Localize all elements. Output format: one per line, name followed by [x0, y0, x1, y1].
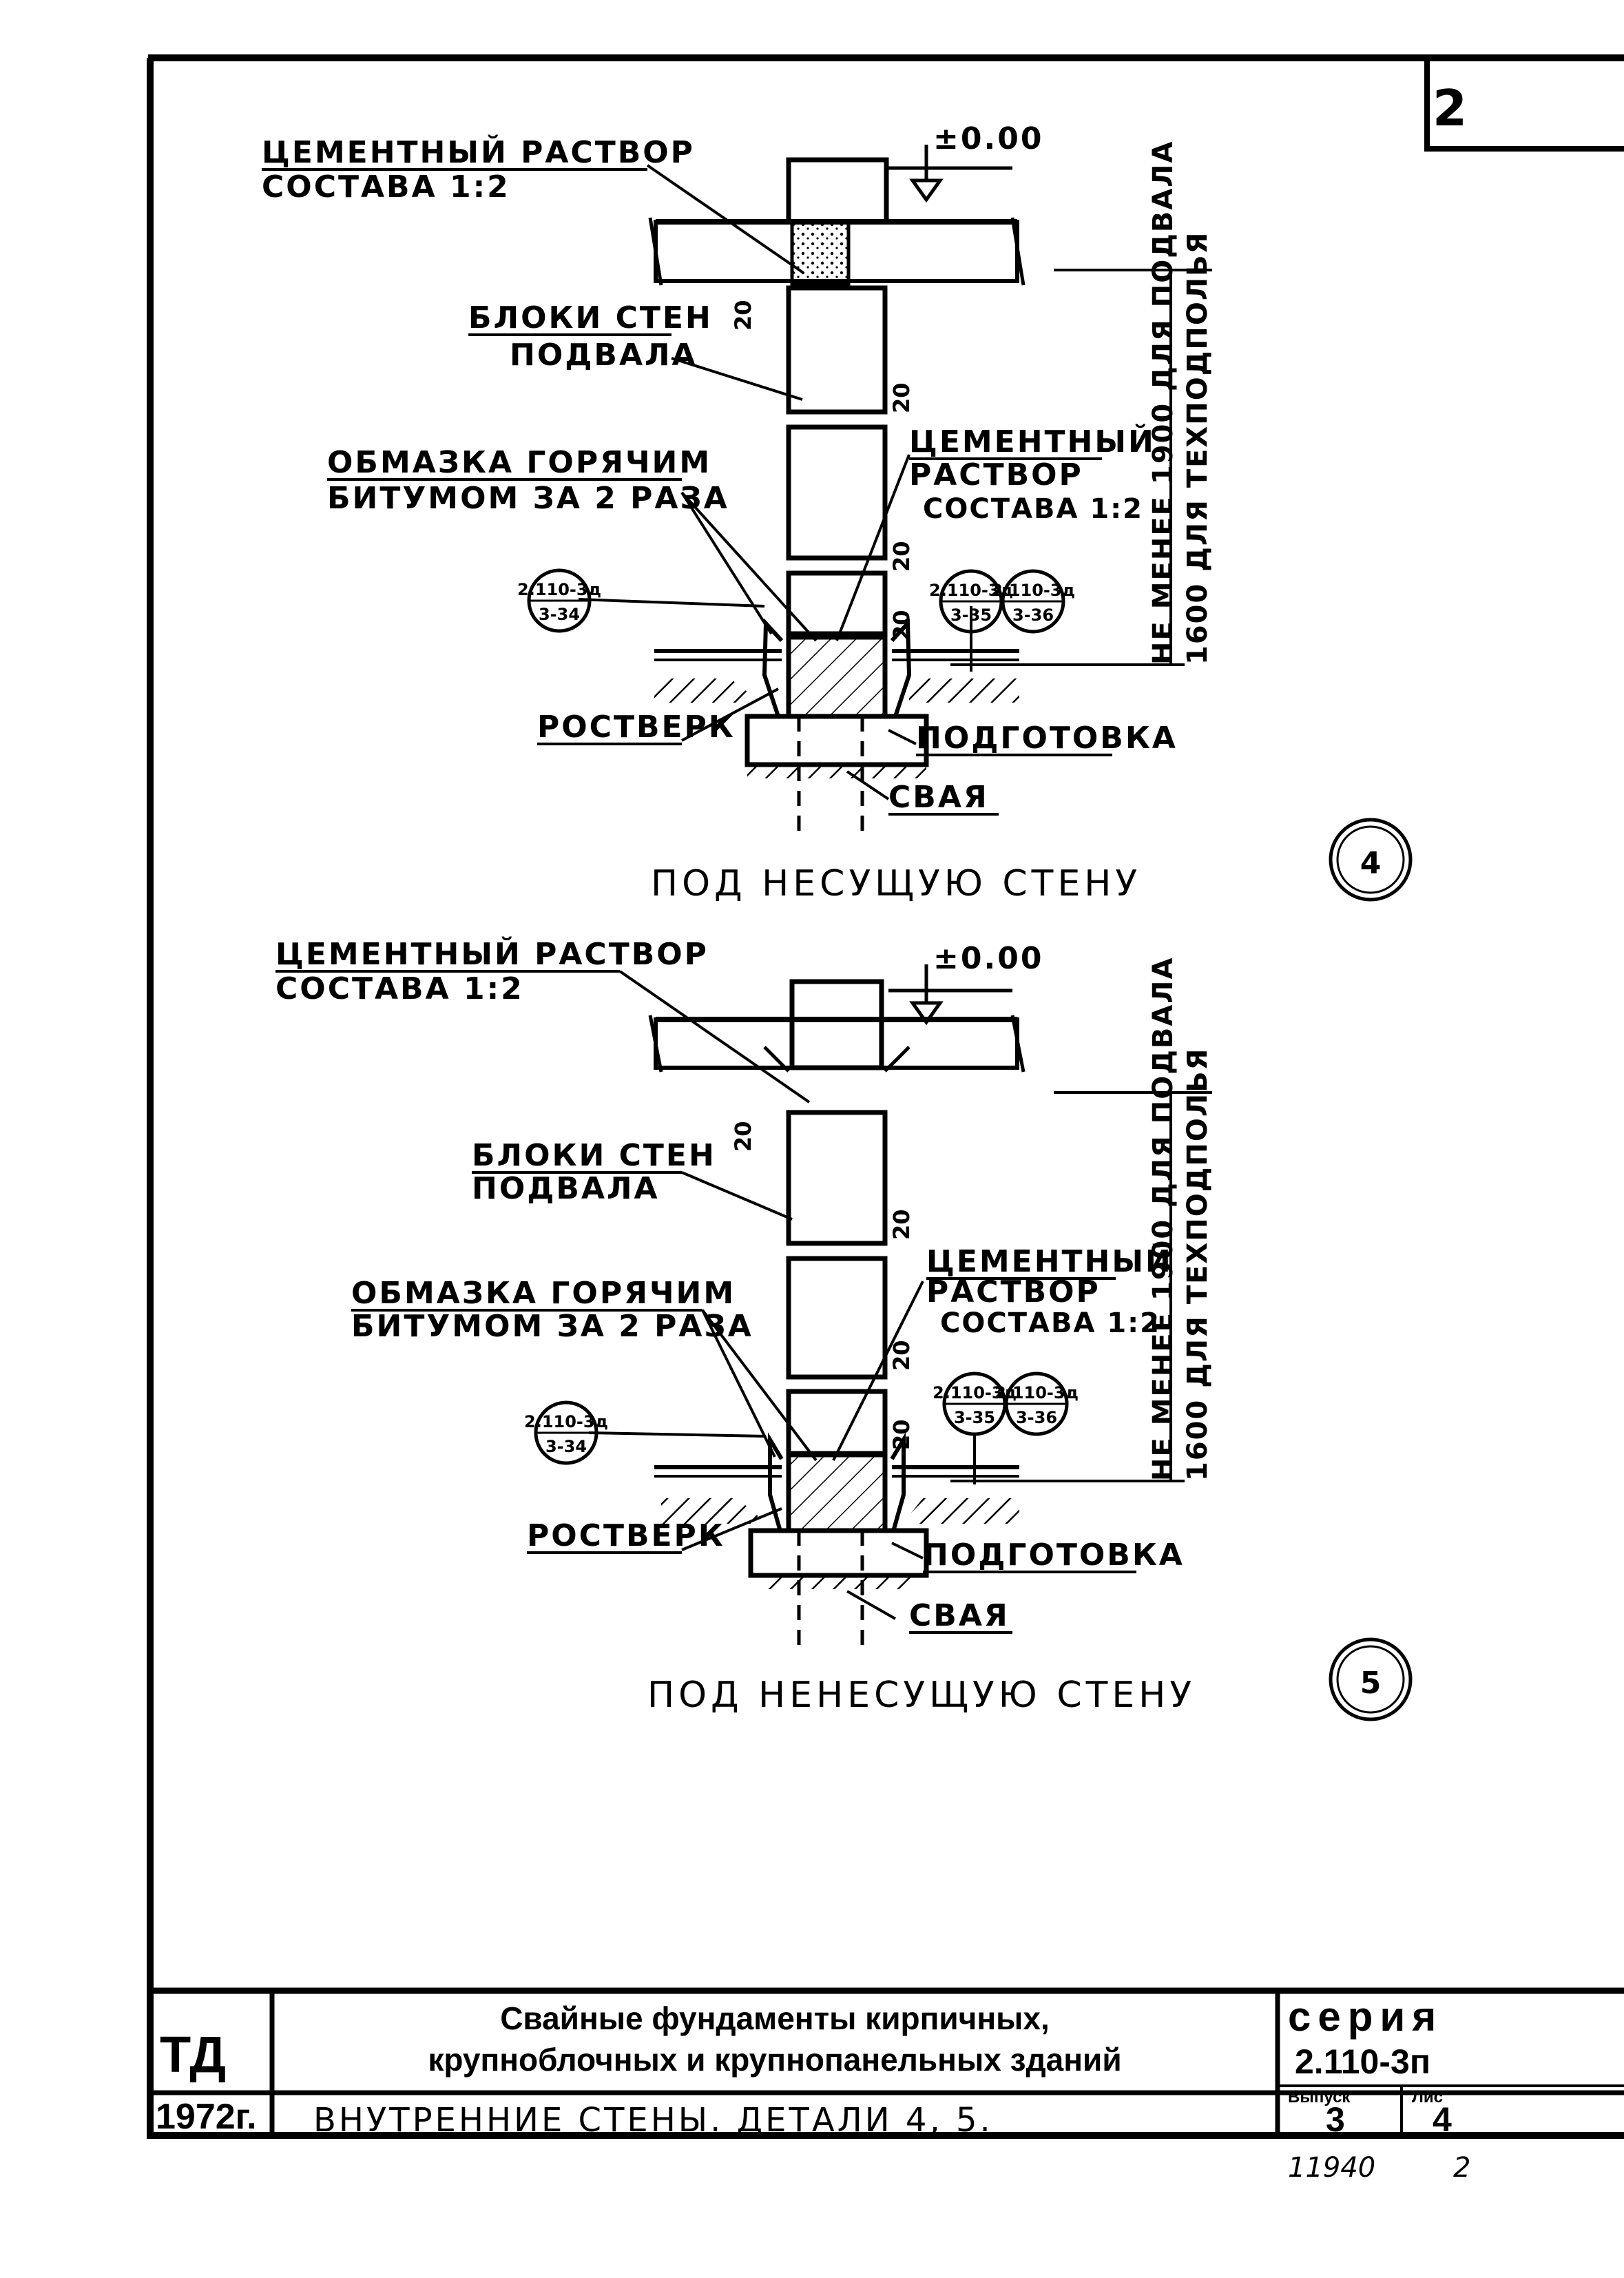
detail-marker-5: 5 — [1329, 1637, 1413, 1721]
vertical-note-line1: НЕ МЕНЕЕ 1900 ДЛЯ ПОДВАЛА — [1147, 141, 1179, 665]
label-blocks-2: ПОДВАЛА — [510, 338, 698, 373]
footer-page: 2 — [1453, 2152, 1470, 2184]
title-block: ТД 1972г. Свайные фундаменты кирпичных, … — [150, 1987, 1624, 2140]
label-prep: ПОДГОТОВКА — [916, 721, 1178, 756]
vertical-note-line2: 1600 ДЛЯ ТЕХПОДПОЛЬЯ — [1182, 1048, 1214, 1481]
level-mark: ±0.00 — [933, 121, 1043, 156]
label-mortar-top-2: СОСТАВА 1:2 — [275, 971, 524, 1006]
svg-text:4: 4 — [1360, 846, 1382, 881]
label-pile: СВАЯ — [888, 780, 989, 815]
title-block-code: ТД — [160, 2026, 226, 2083]
label-grillage: РОСТВЕРК — [537, 710, 736, 745]
sheet-number-box: 2 — [1424, 55, 1624, 152]
joint-dim: 20 — [888, 1209, 915, 1240]
label-coating-1: ОБМАЗКА ГОРЯЧИМ — [351, 1276, 736, 1311]
label-mortar-side-3: СОСТАВА 1:2 — [923, 493, 1143, 525]
sheet-number: 2 — [1433, 79, 1467, 137]
title-block-year: 1972г. — [156, 2097, 257, 2137]
vertical-note-line2: 1600 ДЛЯ ТЕХПОДПОЛЬЯ — [1182, 231, 1214, 665]
label-coating-2: БИТУМОМ ЗА 2 РАЗА — [327, 481, 729, 516]
detail-4: ±0.00 НЕ МЕНЕЕ 1900 ДЛЯ ПОДВАЛА 1600 ДЛЯ… — [262, 121, 1413, 904]
caption-detail-5: ПОД НЕНЕСУЩУЮ СТЕНУ — [647, 1675, 1196, 1716]
joint-dim: 20 — [730, 300, 756, 331]
joint-dim: 20 — [730, 1121, 756, 1152]
label-pile: СВАЯ — [909, 1598, 1010, 1633]
svg-text:3-36: 3-36 — [1012, 605, 1054, 625]
label-mortar-top-1: ЦЕМЕНТНЫЙ РАСТВОР — [262, 134, 695, 170]
svg-text:2.110-3д: 2.110-3д — [524, 1412, 608, 1431]
svg-text:3-34: 3-34 — [545, 1437, 587, 1456]
label-blocks-1: БЛОКИ СТЕН — [472, 1138, 716, 1173]
joint-dim: 20 — [888, 610, 915, 641]
issue-label: Выпуск — [1288, 2088, 1351, 2106]
caption-detail-4: ПОД НЕСУЩУЮ СТЕНУ — [651, 863, 1141, 904]
vertical-note-line1: НЕ МЕНЕЕ 1900 ДЛЯ ПОДВАЛА — [1147, 957, 1179, 1481]
label-mortar-side-2: РАСТВОР — [909, 457, 1083, 493]
detail-5: ±0.00 НЕ МЕНЕЕ 1900 ДЛЯ ПОДВАЛА 1600 ДЛЯ… — [275, 935, 1413, 1721]
label-mortar-side-3: СОСТАВА 1:2 — [940, 1307, 1160, 1339]
label-grillage: РОСТВЕРК — [527, 1518, 725, 1553]
list-label: Лис — [1412, 2088, 1443, 2106]
level-mark: ±0.00 — [933, 941, 1043, 976]
svg-text:3-35: 3-35 — [954, 1408, 995, 1427]
svg-text:2.110-3д: 2.110-3д — [933, 1383, 1017, 1402]
detail-marker-4: 4 — [1329, 818, 1413, 902]
footer-code: 11940 — [1288, 2152, 1375, 2184]
joint-dim: 20 — [888, 1340, 915, 1371]
ref-circle-right: 2.110-3д 3-36 — [995, 1371, 1079, 1436]
svg-text:5: 5 — [1360, 1666, 1382, 1701]
sheet-frame — [147, 54, 1624, 2139]
label-mortar-side-1: ЦЕМЕНТНЫЙ — [926, 1243, 1173, 1279]
label-mortar-side-1: ЦЕМЕНТНЫЙ — [909, 423, 1156, 459]
label-coating-2: БИТУМОМ ЗА 2 РАЗА — [351, 1309, 753, 1344]
label-mortar-top-1: ЦЕМЕНТНЫЙ РАСТВОР — [275, 935, 709, 972]
series-number: 2.110-3п — [1295, 2042, 1430, 2081]
joint-dim: 20 — [888, 1419, 915, 1450]
svg-text:2.110-3д: 2.110-3д — [995, 1383, 1079, 1402]
svg-text:3-36: 3-36 — [1016, 1408, 1057, 1427]
list-value: 4 — [1433, 2100, 1452, 2139]
label-coating-1: ОБМАЗКА ГОРЯЧИМ — [327, 445, 711, 480]
issue-value: 3 — [1326, 2100, 1345, 2139]
svg-text:2.110-3д: 2.110-3д — [991, 581, 1075, 600]
series-label: серия — [1288, 1994, 1443, 2040]
svg-text:3-35: 3-35 — [950, 605, 992, 625]
ref-circle-left: 2.110-3д 3-34 — [524, 1400, 608, 1465]
svg-text:3-34: 3-34 — [539, 605, 580, 624]
svg-text:2.110-3д: 2.110-3д — [517, 580, 601, 599]
svg-text:2.110-3д: 2.110-3д — [929, 581, 1013, 600]
label-mortar-side-2: РАСТВОР — [926, 1274, 1101, 1309]
label-blocks-1: БЛОКИ СТЕН — [468, 300, 713, 335]
ref-circle-left: 2.110-3д 3-34 — [517, 568, 601, 633]
title-line-2: крупноблочных и крупнопанельных зданий — [428, 2042, 1121, 2078]
joint-dim: 20 — [888, 382, 915, 413]
ref-circle-mid: 2.110-3д 3-35 — [929, 569, 1013, 634]
label-prep: ПОДГОТОВКА — [923, 1537, 1185, 1573]
sheet-title: ВНУТРЕННИЕ СТЕНЫ. ДЕТАЛИ 4, 5. — [313, 2101, 993, 2140]
joint-dim: 20 — [888, 541, 915, 572]
ref-circle-right: 2.110-3д 3-36 — [991, 569, 1075, 634]
label-mortar-top-2: СОСТАВА 1:2 — [262, 169, 510, 205]
label-blocks-2: ПОДВАЛА — [472, 1171, 660, 1206]
title-line-1: Свайные фундаменты кирпичных, — [500, 2000, 1050, 2036]
